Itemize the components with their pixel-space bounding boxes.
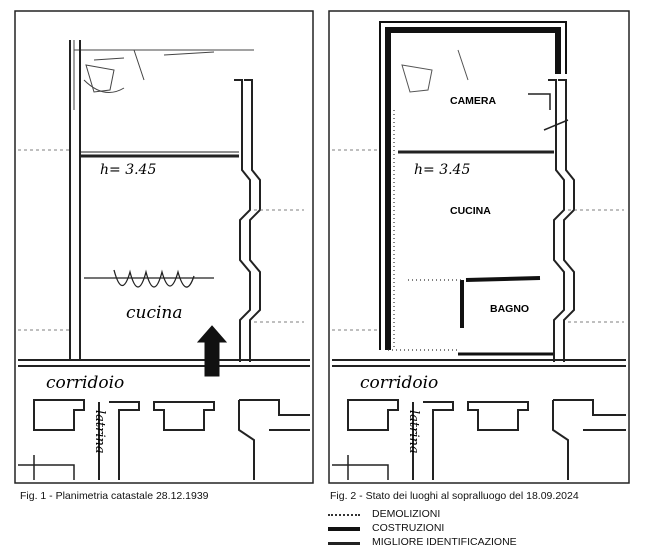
figure-2-toilet-label: latrina [406, 410, 421, 454]
figure-1-drawing: h= 3.45 cucina corridoio latrina [14, 10, 314, 484]
figure-2-walls [332, 79, 626, 480]
legend-label: DEMOLIZIONI [372, 508, 441, 520]
legend-label: MIGLIORE IDENTIFICAZIONE [372, 536, 517, 548]
legend-item-demolizioni: DEMOLIZIONI [328, 508, 628, 522]
figure-1-caption: Fig. 1 - Planimetria catastale 28.12.193… [20, 490, 209, 502]
figure-1-height-label: h= 3.45 [100, 162, 156, 178]
figure-2-height-label: h= 3.45 [414, 162, 470, 178]
figure-1-floor-plan: h= 3.45 cucina corridoio latrina [14, 10, 314, 484]
figure-1-corridor-label: corridoio [46, 373, 124, 393]
figure-2-corridor-label: corridoio [360, 373, 438, 393]
legend-item-costruzioni: COSTRUZIONI [328, 522, 628, 536]
figure-2-drawing: CAMERA CUCINA BAGNO h= 3.45 corridoio la… [328, 10, 630, 484]
legend-swatch-dotted [328, 514, 360, 516]
arrow-icon [196, 325, 228, 377]
room-label-cucina: CUCINA [450, 205, 491, 217]
figure-2-demolitions [388, 110, 462, 351]
room-label-camera: CAMERA [450, 95, 496, 107]
figure-1-walls [18, 40, 310, 480]
figure-2-top-sketch [401, 49, 469, 93]
figure-2-floor-plan: CAMERA CUCINA BAGNO h= 3.45 corridoio la… [328, 10, 630, 484]
legend-label: COSTRUZIONI [372, 522, 445, 534]
legend-swatch-medium [328, 542, 360, 545]
figure-1-scribble [84, 269, 214, 288]
legend-swatch-thick [328, 527, 360, 531]
figure-1-toilet-label: latrina [92, 410, 107, 454]
figure-2-new-construction [379, 21, 567, 356]
figure-1-top-sketch [73, 40, 254, 110]
figure-2-caption: Fig. 2 - Stato dei luoghi al sopralluogo… [330, 490, 579, 502]
room-label-bagno: BAGNO [490, 303, 529, 315]
figure-1-kitchen-label: cucina [126, 303, 183, 323]
legend-item-migliore-identificazione: MIGLIORE IDENTIFICAZIONE [328, 536, 628, 550]
